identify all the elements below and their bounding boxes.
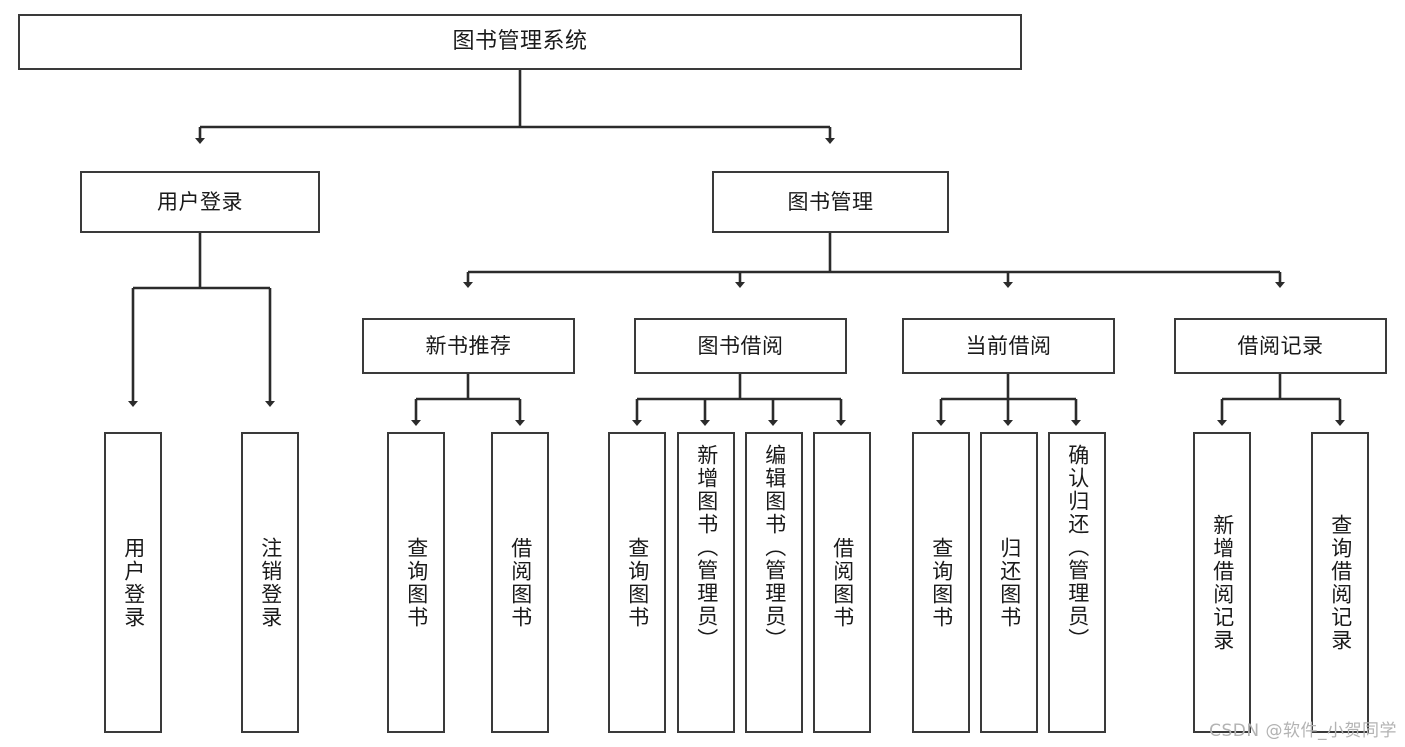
node-label: 查询图书 bbox=[625, 536, 650, 629]
node-label: 确认归还（管理员） bbox=[1065, 444, 1090, 651]
node-label: 图书管理系统 bbox=[452, 29, 588, 55]
node-label: 图书借阅 bbox=[697, 333, 784, 358]
node-label: 新书推荐 bbox=[425, 333, 512, 358]
node-label: 新增图书（管理员） bbox=[694, 444, 719, 651]
node-borrow-record[interactable]: 借阅记录 bbox=[1174, 318, 1387, 374]
node-user-login[interactable]: 用户登录 bbox=[80, 171, 320, 233]
leaf-borrow-record-add[interactable]: 新增借阅记录 bbox=[1193, 432, 1251, 733]
leaf-book-borrow-add[interactable]: 新增图书（管理员） bbox=[677, 432, 735, 733]
node-current-borrow[interactable]: 当前借阅 bbox=[902, 318, 1115, 374]
leaf-current-borrow-query[interactable]: 查询图书 bbox=[912, 432, 970, 733]
leaf-current-borrow-confirm-return[interactable]: 确认归还（管理员） bbox=[1048, 432, 1106, 733]
leaf-new-book-query[interactable]: 查询图书 bbox=[387, 432, 445, 733]
node-new-book-recommend[interactable]: 新书推荐 bbox=[362, 318, 575, 374]
leaf-book-borrow-query[interactable]: 查询图书 bbox=[608, 432, 666, 733]
leaf-user-login-logout[interactable]: 注销登录 bbox=[241, 432, 299, 733]
node-label: 借阅记录 bbox=[1237, 333, 1324, 358]
leaf-borrow-record-query[interactable]: 查询借阅记录 bbox=[1311, 432, 1369, 733]
node-label: 借阅图书 bbox=[508, 536, 533, 629]
leaf-book-borrow-borrow[interactable]: 借阅图书 bbox=[813, 432, 871, 733]
node-book-borrow[interactable]: 图书借阅 bbox=[634, 318, 847, 374]
node-book-management[interactable]: 图书管理 bbox=[712, 171, 949, 233]
leaf-current-borrow-return[interactable]: 归还图书 bbox=[980, 432, 1038, 733]
node-label: 当前借阅 bbox=[965, 333, 1052, 358]
node-label: 用户登录 bbox=[157, 189, 243, 214]
node-label: 查询图书 bbox=[404, 536, 429, 629]
node-label: 查询图书 bbox=[929, 536, 954, 629]
leaf-book-borrow-edit[interactable]: 编辑图书（管理员） bbox=[745, 432, 803, 733]
node-label: 图书管理 bbox=[787, 189, 874, 214]
leaf-new-book-borrow[interactable]: 借阅图书 bbox=[491, 432, 549, 733]
node-root-book-management-system[interactable]: 图书管理系统 bbox=[18, 14, 1022, 70]
node-label: 借阅图书 bbox=[830, 536, 855, 629]
node-label: 新增借阅记录 bbox=[1210, 513, 1235, 652]
node-label: 归还图书 bbox=[997, 536, 1022, 629]
node-label: 注销登录 bbox=[258, 536, 283, 629]
watermark: CSDN @软件_小贺同学 bbox=[1209, 721, 1397, 741]
leaf-user-login-login[interactable]: 用户登录 bbox=[104, 432, 162, 733]
node-label: 用户登录 bbox=[121, 536, 146, 629]
node-label: 查询借阅记录 bbox=[1328, 513, 1353, 652]
node-label: 编辑图书（管理员） bbox=[762, 444, 787, 651]
